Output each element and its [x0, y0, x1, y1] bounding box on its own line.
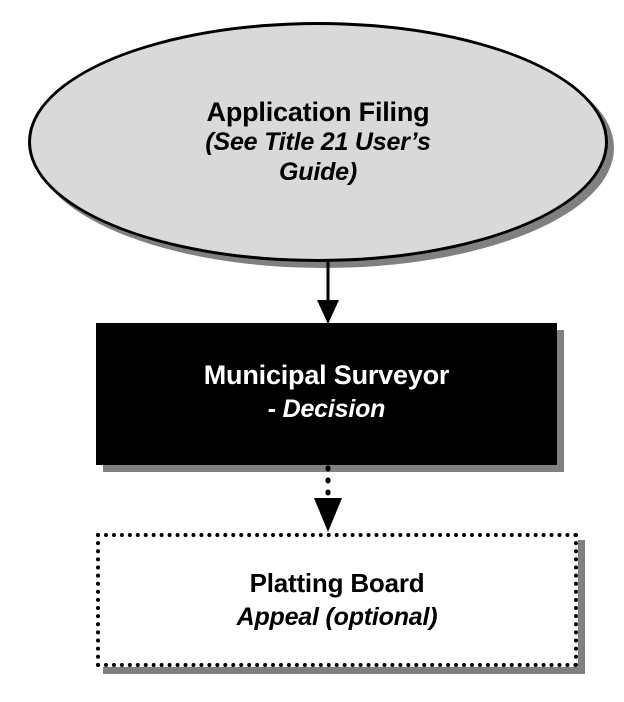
node-platting-board-body: Platting Board Appeal (optional)	[96, 533, 578, 667]
node-platting-board[interactable]: Platting Board Appeal (optional)	[96, 533, 585, 674]
node-application-filing-line1: Application Filing	[206, 96, 430, 127]
node-application-filing-line2: (See Title 21 User’s	[205, 128, 431, 157]
node-municipal-surveyor[interactable]: Municipal Surveyor - Decision	[96, 323, 564, 472]
node-platting-board-line2: Appeal (optional)	[236, 602, 438, 631]
node-application-filing-body: Application Filing (See Title 21 User’s …	[28, 22, 608, 262]
node-application-filing[interactable]: Application Filing (See Title 21 User’s …	[28, 22, 614, 268]
node-platting-board-text: Platting Board Appeal (optional)	[100, 567, 574, 632]
connector-filing-to-surveyor-arrow-icon	[317, 260, 339, 324]
node-municipal-surveyor-line2: - Decision	[267, 395, 386, 424]
node-platting-board-line1: Platting Board	[249, 568, 425, 599]
node-municipal-surveyor-text: Municipal Surveyor - Decision	[96, 358, 557, 426]
node-application-filing-text: Application Filing (See Title 21 User’s …	[153, 97, 483, 188]
connector-surveyor-to-platting-board-arrow-icon	[314, 465, 342, 532]
node-municipal-surveyor-body: Municipal Surveyor - Decision	[96, 323, 557, 465]
node-municipal-surveyor-line1: Municipal Surveyor	[203, 360, 450, 391]
node-application-filing-line3: Guide)	[279, 157, 357, 186]
